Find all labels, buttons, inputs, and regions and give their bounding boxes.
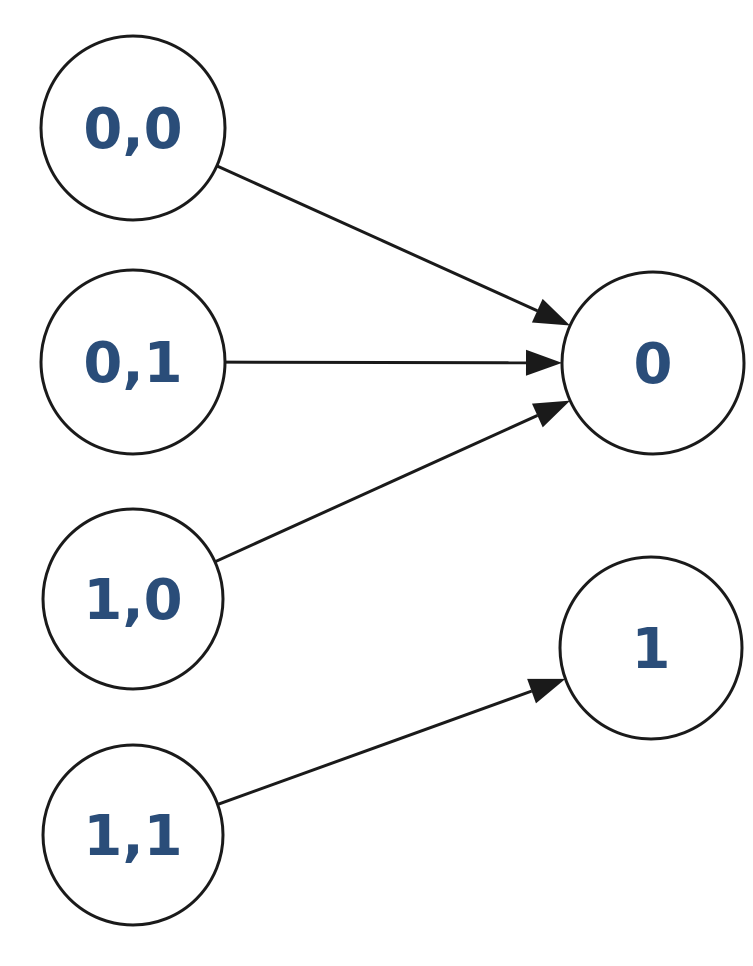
node-in-11: 1,1 (41, 743, 225, 927)
node-label-in-00: 0,0 (83, 97, 182, 162)
node-in-01: 0,1 (39, 268, 227, 456)
arrowhead-in-00-to-out-0 (531, 298, 571, 326)
edge-in-00-to-out-0 (216, 164, 538, 313)
arrowhead-in-11-to-out-1 (527, 678, 566, 704)
edge-in-10-to-out-0 (214, 414, 538, 564)
node-in-10: 1,0 (41, 507, 225, 691)
node-label-out-0: 0 (634, 332, 673, 397)
node-circle-in-11 (41, 743, 225, 927)
node-label-in-10: 1,0 (83, 568, 182, 633)
node-circle-in-00 (39, 34, 227, 222)
node-label-in-01: 0,1 (83, 331, 182, 396)
arrowhead-in-10-to-out-0 (531, 400, 571, 428)
node-in-00: 0,0 (39, 34, 227, 222)
node-label-in-11: 1,1 (83, 804, 182, 869)
arrowhead-in-01-to-out-0 (525, 349, 563, 376)
node-circle-out-1 (558, 555, 744, 741)
node-label-out-1: 1 (632, 617, 671, 682)
node-out-1: 1 (558, 555, 744, 741)
node-out-0: 0 (560, 270, 746, 456)
node-circle-in-01 (39, 268, 227, 456)
edge-in-01-to-out-0 (224, 360, 527, 365)
edge-in-11-to-out-1 (217, 689, 533, 806)
node-circle-in-10 (41, 507, 225, 691)
node-circle-out-0 (560, 270, 746, 456)
